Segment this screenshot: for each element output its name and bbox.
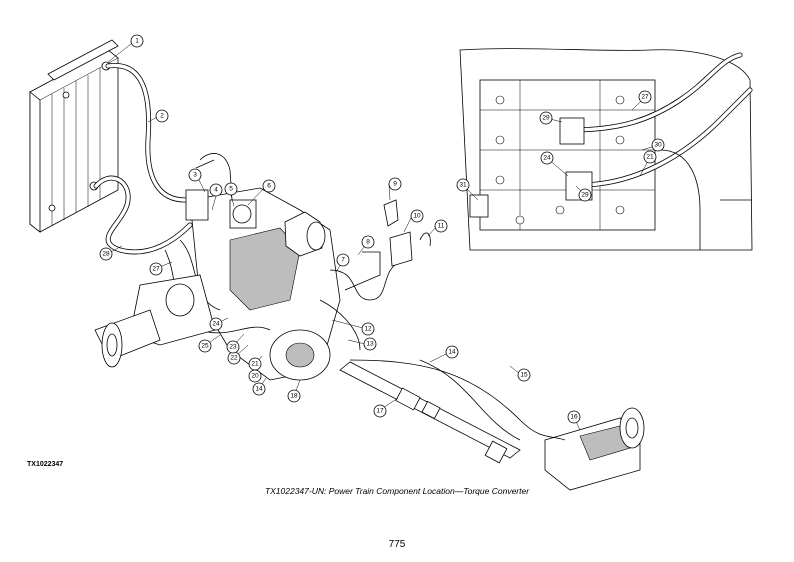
callout-number: 6 xyxy=(267,183,271,190)
callout-4: 4 xyxy=(209,183,223,197)
callout-number: 13 xyxy=(366,341,374,348)
callout-number: 14 xyxy=(448,349,456,356)
callout-number: 11 xyxy=(438,223,445,230)
callout-18: 18 xyxy=(287,389,301,403)
callout-number: 12 xyxy=(364,326,372,333)
callout-number: 1 xyxy=(135,38,139,45)
callout-number: 16 xyxy=(570,414,578,421)
callout-number: 17 xyxy=(376,408,384,415)
callout-8: 8 xyxy=(361,235,375,249)
callout-number: 15 xyxy=(520,372,528,379)
rear-axle xyxy=(349,359,645,491)
callout-22: 22 xyxy=(227,351,241,365)
drive-shaft xyxy=(339,361,521,464)
callout-24: 24 xyxy=(209,317,223,331)
callout-number: 24 xyxy=(543,155,551,162)
inset-callout-31: 31 xyxy=(456,178,470,192)
callout-number: 3 xyxy=(193,172,197,179)
front-axle xyxy=(94,274,216,368)
inset-callout-24: 24 xyxy=(540,151,554,165)
callout-9: 9 xyxy=(388,177,402,191)
oil-cooler xyxy=(29,39,119,233)
inset-callout-29b: 29 xyxy=(578,188,592,202)
callout-17: 17 xyxy=(373,404,387,418)
callout-number: 18 xyxy=(290,393,298,400)
callout-number: 24 xyxy=(212,321,220,328)
callout-number: 27 xyxy=(641,94,649,101)
callout-28: 28 xyxy=(99,247,113,261)
callout-number: 4 xyxy=(214,187,218,194)
callout-number: 20 xyxy=(251,373,259,380)
callout-number: 21 xyxy=(646,154,654,161)
inset-callout-27: 27 xyxy=(638,90,652,104)
callout-number: 5 xyxy=(229,186,233,193)
callout-number: 27 xyxy=(152,266,160,273)
cooler-hoses xyxy=(93,63,193,255)
inset-callout-21: 21 xyxy=(643,150,657,164)
callout-27: 27 xyxy=(149,262,163,276)
callout-number: 10 xyxy=(413,213,421,220)
callout-12: 12 xyxy=(361,322,375,336)
callout-6: 6 xyxy=(262,179,276,193)
inset-callout-29: 29 xyxy=(539,111,553,125)
callout-21: 21 xyxy=(248,357,262,371)
callout-number: 8 xyxy=(366,239,370,246)
callout-1: 1 xyxy=(130,34,144,48)
callout-number: 7 xyxy=(341,257,345,264)
callout-number: 28 xyxy=(102,251,110,258)
callout-20: 20 xyxy=(248,369,262,383)
callout-2: 2 xyxy=(155,109,169,123)
callout-number: 22 xyxy=(230,355,238,362)
callout-5: 5 xyxy=(224,182,238,196)
callout-number: 31 xyxy=(459,182,467,189)
figure-caption: TX1022347-UN: Power Train Component Loca… xyxy=(264,486,530,496)
callout-11: 11 xyxy=(434,219,448,233)
callout-25: 25 xyxy=(198,339,212,353)
callout-14-lower: 14 xyxy=(252,382,266,396)
callout-10: 10 xyxy=(410,209,424,223)
callout-number: 14 xyxy=(255,386,263,393)
callout-number: 29 xyxy=(581,192,589,199)
callout-14: 14 xyxy=(445,345,459,359)
callout-16: 16 xyxy=(567,410,581,424)
callout-3: 3 xyxy=(188,168,202,182)
brake-valve-brackets xyxy=(344,199,431,291)
callout-number: 29 xyxy=(542,115,550,122)
callout-number: 2 xyxy=(160,113,164,120)
callout-15: 15 xyxy=(517,368,531,382)
detail-inset xyxy=(459,48,753,251)
callout-number: 23 xyxy=(229,344,237,351)
callout-7: 7 xyxy=(336,253,350,267)
page-number: 775 xyxy=(388,539,406,550)
callout-number: 25 xyxy=(201,343,209,350)
figure-reference-id: TX1022347 xyxy=(27,461,64,468)
inset-callout-30: 30 xyxy=(651,138,665,152)
transmission-assembly xyxy=(164,153,401,381)
callout-number: 9 xyxy=(393,181,397,188)
callout-number: 30 xyxy=(654,142,662,149)
callout-number: 21 xyxy=(251,361,259,368)
callout-13: 13 xyxy=(363,337,377,351)
callout-23: 23 xyxy=(226,340,240,354)
